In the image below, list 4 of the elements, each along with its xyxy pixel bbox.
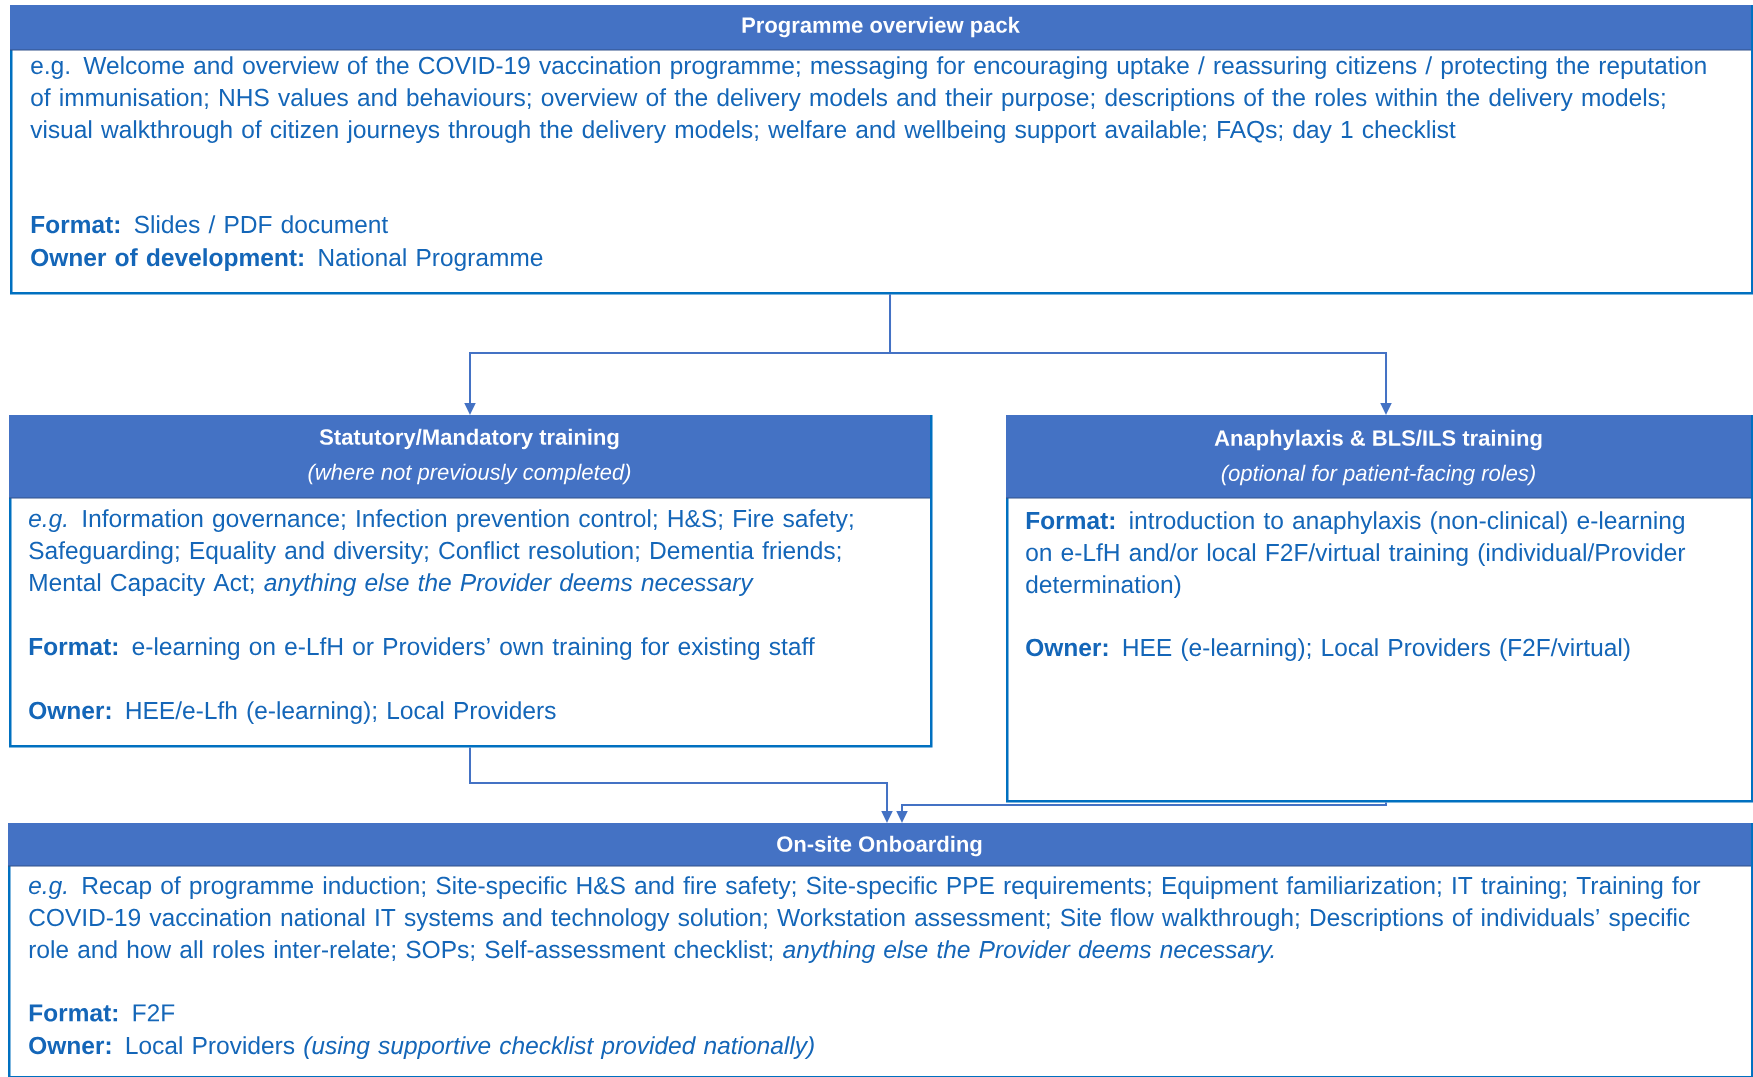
content-box: On-site Onboarding e.g. Recap of programme induction; Site-specific H&S and fire safety; Site-specific PPE requirements; Equipment familiarization; IT training; Training for COVID-19 vaccination national IT systems and technology solution; Workstation assessment; Site flow walkthrough; Descriptions of individuals’ specific role and how all roles inter-relate; SOPs; Self-assessment checklist; anything else the Provider deems necessary. Format: F2F Owner: Local Providers (using supportive checklist provided nationally) [7, 823, 1753, 1077]
content-box: Statutory/Mandatory training (where not previously completed) e.g. Information governance; Infection prevention control; H&S; Fire safety; Safeguarding; Equality and diversity; Conflict resolution; Dementia friends; Mental Capacity Act; anything else the Provider deems necessary Format: e-learning on e-LfH or Providers’ own training for existing staff Owner: HEE/e-Lfh (e-learning); Local Providers [8, 415, 933, 748]
content-box: Programme overview pack e.g. Welcome and overview of the COVID-19 vaccination programme; messaging for encouraging uptake / reassuring citizens / protecting the reputation of immunisation; NHS values and behaviours; overview of the delivery models and their purpose; descriptions of the roles within the delivery models; visual walkthrough of citizen journeys through the delivery models; welfare and wellbeing support available; FAQs; day 1 checklist Format: Slides / PDF document Owner of development: National Programme [9, 5, 1753, 295]
content-box: Anaphylaxis & BLS/ILS training (optional for patient-facing roles) Format: introduction to anaphylaxis (non-clinical) e-learning on e-LfH and/or local F2F/virtual training (individual/Provider determination) Owner: HEE (e-learning); Local Providers (F2F/virtual) [1005, 415, 1753, 803]
